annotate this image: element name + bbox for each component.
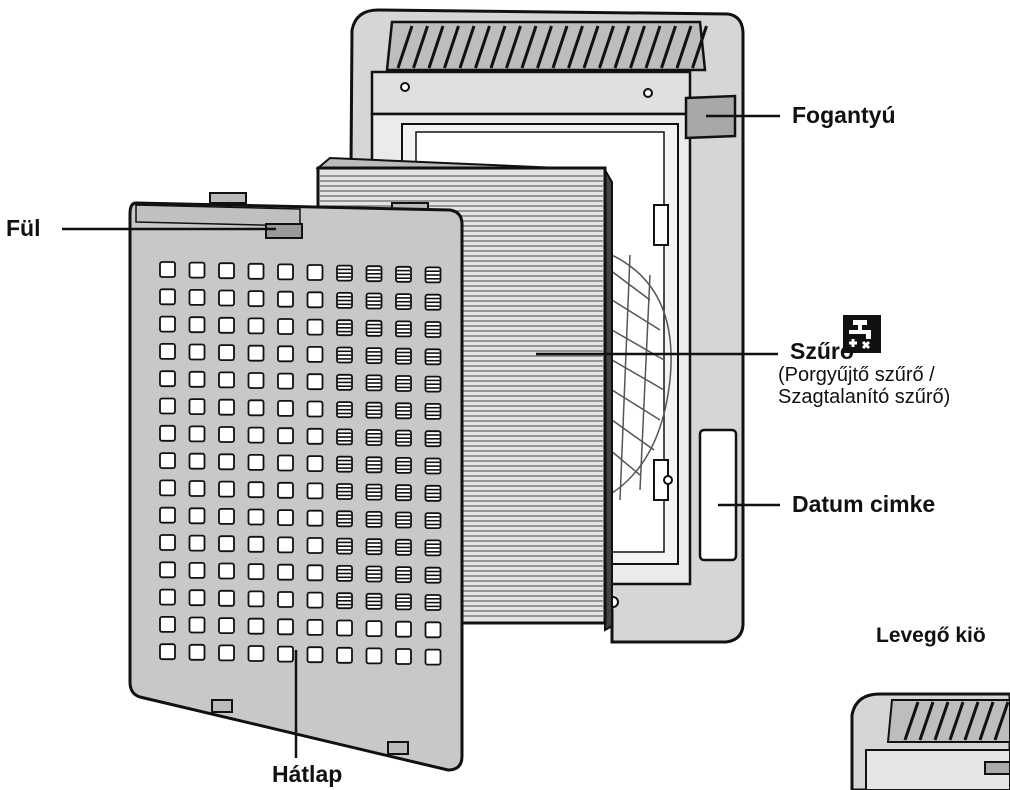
leader-lines [62, 114, 780, 758]
label-date: Datum cimke [792, 491, 936, 517]
label-filter-detail-2: Szagtalanító szűrő) [778, 386, 951, 408]
label-filter-detail-1: (Porgyűjtő szűrő / [778, 364, 935, 386]
label-handle: Fogantyú [792, 102, 896, 128]
fan [599, 249, 672, 501]
vent-slats [396, 25, 708, 69]
label-air-outlet: Levegő kiö [876, 624, 986, 647]
inset-unit [850, 692, 1010, 790]
label-back-panel: Hátlap [272, 761, 343, 787]
faucet-no-wash-icon [843, 315, 881, 353]
back-panel [128, 192, 464, 772]
date-label-area [698, 428, 738, 562]
label-tab: Fül [6, 215, 41, 241]
tab-notch [265, 223, 303, 239]
